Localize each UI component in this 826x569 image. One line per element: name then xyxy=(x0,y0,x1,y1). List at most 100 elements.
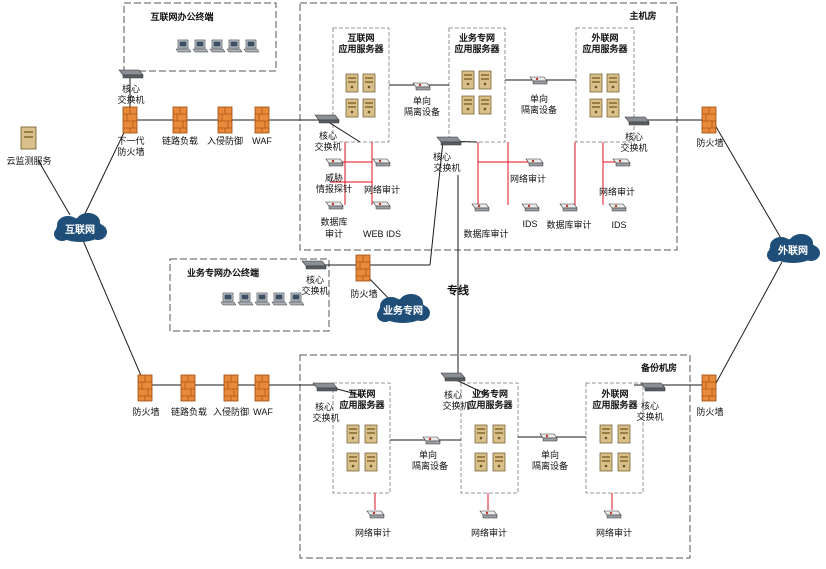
web-ids-label: WEB IDS xyxy=(363,229,401,239)
ext-db-audit-label: 数据库审计 xyxy=(546,219,591,230)
backup-core1-label1: 核心 xyxy=(315,401,333,412)
backup-oneway2-label1: 单向 xyxy=(541,449,559,460)
pc-icon xyxy=(175,39,192,53)
backup-link-lb-label: 链路负载 xyxy=(171,406,207,417)
server-icon xyxy=(362,98,376,118)
backup-room-zone xyxy=(299,354,691,559)
backup-core2-label2: 交换机 xyxy=(442,400,469,411)
main-biz-servers xyxy=(461,70,492,115)
switch-icon xyxy=(312,382,338,392)
server-icon xyxy=(474,424,488,444)
firewall-icon xyxy=(172,106,188,134)
main-core3-label2: 交换机 xyxy=(620,142,647,153)
firewall-icon xyxy=(223,374,239,402)
switch-icon xyxy=(440,372,466,382)
audit-device-icon xyxy=(612,158,631,167)
pc-icon xyxy=(192,39,209,53)
backup-core1-label2: 交换机 xyxy=(312,412,339,423)
internet-office-pcs xyxy=(175,39,260,53)
audit-device-icon xyxy=(325,201,344,210)
audit-device-icon xyxy=(603,510,622,519)
server-icon xyxy=(345,73,359,93)
pc-icon xyxy=(209,39,226,53)
firewall-icon xyxy=(254,106,270,134)
firewall-icon xyxy=(217,106,233,134)
isolation-device-icon xyxy=(529,76,548,85)
pc-icon xyxy=(271,292,288,306)
server-icon xyxy=(617,452,631,472)
backup-left-firewall-label: 防火墙 xyxy=(132,406,159,417)
server-icon xyxy=(461,95,475,115)
ext-ids-label: IDS xyxy=(611,220,626,230)
audit-device-icon xyxy=(525,158,544,167)
main-core1-label1: 核心 xyxy=(319,130,337,141)
audit-device-icon xyxy=(366,510,385,519)
biz-net-audit-label: 网络审计 xyxy=(510,173,546,184)
server-icon xyxy=(345,98,359,118)
isolation-device-icon xyxy=(412,82,431,91)
main-inet-app-label2: 应用服务器 xyxy=(338,43,384,54)
inet-net-audit-label: 网络审计 xyxy=(364,184,400,195)
server-icon xyxy=(589,73,603,93)
audit-device-icon xyxy=(608,203,627,212)
server-icon xyxy=(362,73,376,93)
firewall-icon xyxy=(254,374,270,402)
private-line-label: 专线 xyxy=(447,283,469,297)
pc-icon xyxy=(237,292,254,306)
main-inet-servers xyxy=(345,73,376,118)
extranet-cloud-label: 外联网 xyxy=(777,244,808,257)
monitor-server-icon xyxy=(20,126,37,150)
bizpriv-office-zone xyxy=(169,258,330,332)
switch-icon xyxy=(314,114,340,124)
backup-biz-server-group xyxy=(460,382,519,494)
server-icon xyxy=(606,98,620,118)
switch-icon xyxy=(301,260,327,270)
main-inet-server-group xyxy=(332,27,390,143)
backup-biz-servers xyxy=(474,424,506,472)
backup-ext-app-label2: 应用服务器 xyxy=(592,399,638,410)
backup-biz-app-label1: 业务专网 xyxy=(472,388,508,399)
main-room-title: 主机房 xyxy=(629,10,656,21)
main-oneway2-label1: 单向 xyxy=(530,93,548,104)
backup-ext-app-label1: 外联网 xyxy=(600,388,628,399)
top-waf-label: WAF xyxy=(252,136,272,146)
nextgen-fw-label1: 下一代 xyxy=(117,136,144,146)
server-icon xyxy=(364,452,378,472)
main-core2-label2: 交换机 xyxy=(433,162,460,173)
main-biz-app-label1: 业务专网 xyxy=(459,32,495,43)
top-left-core-switch-label2: 交换机 xyxy=(117,94,144,105)
server-icon xyxy=(589,98,603,118)
backup-net-audit2-label: 网络审计 xyxy=(471,527,507,538)
server-icon xyxy=(606,73,620,93)
isolation-device-icon xyxy=(422,436,441,445)
cloud-monitor-label: 云监测服务 xyxy=(6,155,51,166)
server-icon xyxy=(617,424,631,444)
backup-waf-label: WAF xyxy=(253,407,273,417)
pc-icon xyxy=(220,292,237,306)
main-oneway1-label1: 单向 xyxy=(413,95,431,106)
audit-device-icon xyxy=(372,158,391,167)
isolation-device-icon xyxy=(539,433,558,442)
biz-firewall-label: 防火墙 xyxy=(350,288,377,299)
backup-core3-label2: 交换机 xyxy=(636,411,663,422)
backup-net-audit3-label: 网络审计 xyxy=(596,527,632,538)
ext-net-audit-label: 网络审计 xyxy=(599,186,635,197)
main-biz-app-label2: 应用服务器 xyxy=(454,43,500,54)
backup-inet-app-label2: 应用服务器 xyxy=(339,399,385,410)
switch-icon xyxy=(436,136,462,146)
main-core3-label1: 核心 xyxy=(625,131,643,142)
firewall-icon xyxy=(122,106,138,134)
backup-biz-app-label2: 应用服务器 xyxy=(467,399,513,410)
backup-core2-label1: 核心 xyxy=(444,389,462,400)
threat-probe-label1: 威胁 xyxy=(325,172,343,183)
main-core1-label2: 交换机 xyxy=(314,141,341,152)
firewall-icon xyxy=(137,374,153,402)
main-right-firewall-label: 防火墙 xyxy=(696,137,723,148)
server-icon xyxy=(346,424,360,444)
backup-oneway1-label1: 单向 xyxy=(419,449,437,460)
main-room-zone xyxy=(299,2,678,251)
backup-inet-servers xyxy=(346,424,378,472)
main-core2-label1: 核心 xyxy=(433,151,451,162)
